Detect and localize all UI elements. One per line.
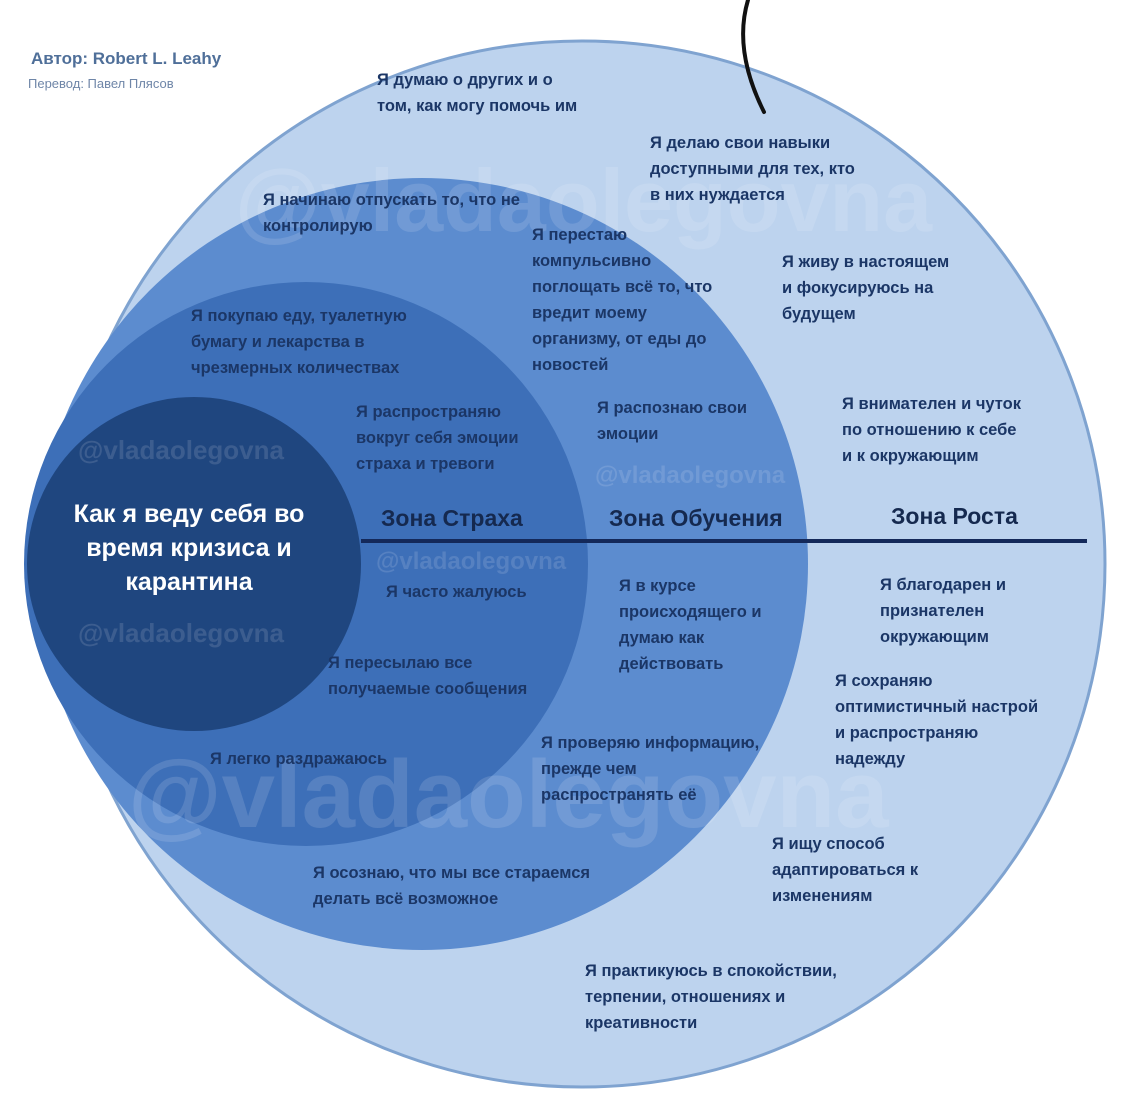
watermark: @vladaolegovna bbox=[78, 618, 284, 648]
hand-drawn-arrow-stroke bbox=[741, 0, 766, 114]
statement-fear-irritated: Я легко раздражаюсь bbox=[210, 750, 388, 768]
zone-label-growth: Зона Роста bbox=[891, 503, 1018, 529]
watermark: @vladaolegovna bbox=[128, 741, 889, 848]
statement-learning-stop-consuming: Я перестаю компульсивно поглощать всё то… bbox=[532, 226, 713, 374]
statement-fear-buy: Я покупаю еду, туалетную бумагу и лекарс… bbox=[191, 307, 407, 377]
statement-growth-others: Я думаю о других и о том, как могу помоч… bbox=[377, 71, 578, 115]
statement-growth-present: Я живу в настоящем и фокусируюсь на буду… bbox=[782, 253, 950, 323]
statement-learning-check: Я проверяю информацию, прежде чем распро… bbox=[541, 734, 760, 804]
statement-fear-forward: Я пересылаю все получаемые сообщения bbox=[328, 654, 528, 698]
watermark: @vladaolegovna bbox=[235, 151, 933, 250]
statement-growth-adapt: Я ищу способ адаптироваться к изменениям bbox=[772, 835, 919, 905]
watermark: @vladaolegovna bbox=[595, 462, 786, 489]
statement-learning-informed: Я в курсе происходящего и думаю как дейс… bbox=[619, 577, 762, 673]
watermark: @vladaolegovna bbox=[376, 548, 567, 575]
author-credit: Автор: Robert L. Leahy bbox=[31, 49, 222, 68]
statement-fear-spread: Я распространяю вокруг себя эмоции страх… bbox=[356, 403, 519, 473]
watermark: @vladaolegovna bbox=[78, 435, 284, 465]
center-circle bbox=[27, 397, 361, 731]
statement-fear-complain: Я часто жалуюсь bbox=[386, 583, 527, 601]
zone-label-fear: Зона Страха bbox=[381, 505, 523, 531]
statement-learning-let-go: Я начинаю отпускать то, что не контролир… bbox=[263, 191, 520, 235]
statement-growth-attentive: Я внимателен и чуток по отношению к себе… bbox=[842, 395, 1021, 465]
statement-growth-practice: Я практикуюсь в спокойствии, терпении, о… bbox=[585, 962, 837, 1032]
center-title: Как я веду себя во время кризиса и каран… bbox=[73, 500, 305, 596]
statement-growth-skills: Я делаю свои навыки доступными для тех, … bbox=[650, 134, 855, 204]
statement-learning-realize: Я осознаю, что мы все стараемся делать в… bbox=[313, 864, 591, 908]
statement-learning-recognize: Я распознаю свои эмоции bbox=[597, 399, 748, 443]
translator-credit: Перевод: Павел Плясов bbox=[28, 76, 174, 91]
zone-label-learning: Зона Обучения bbox=[609, 505, 783, 531]
statement-growth-grateful: Я благодарен и признателен окружающим bbox=[880, 576, 1006, 646]
statement-growth-optimistic: Я сохраняю оптимистичный настрой и распр… bbox=[835, 672, 1039, 768]
